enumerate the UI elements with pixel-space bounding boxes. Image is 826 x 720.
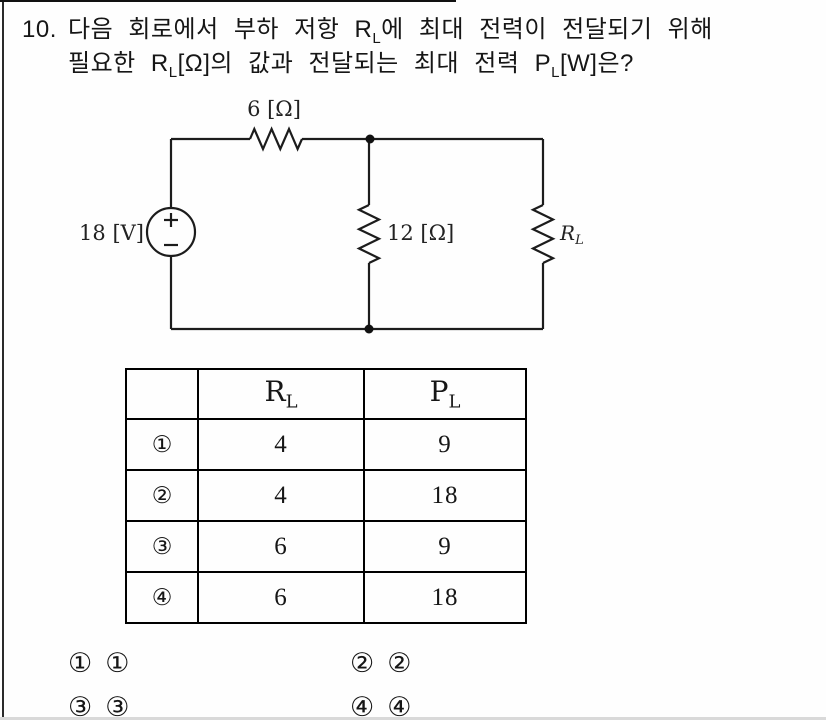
rl-value: 6 [197,520,365,573]
option-marker: ① [68,648,93,679]
table-row: ② 4 18 [125,469,527,522]
pl-value: 9 [363,418,527,471]
series-resistor-label: 6 [Ω] [247,97,301,121]
question-line-2: 필요한 RL[Ω]의 값과 전달되는 최대 전력 PL[W]은? [68,47,812,81]
rl-value: 4 [197,418,365,471]
circuit-diagram: 18 [V] 6 [Ω] 12 [Ω] RL [79,97,584,334]
option-value: ② [387,648,412,679]
question-line-1: 10. 다음 회로에서 부하 저항 RL에 최대 전력이 전달되기 위해 [22,13,812,47]
rl-value: 4 [197,469,365,522]
answer-option-4[interactable]: ④ ④ [350,694,411,720]
rl-value: 6 [197,571,365,624]
row-marker: ③ [125,520,199,573]
option-marker: ② [350,648,375,679]
question-number: 10. [22,16,57,43]
table-row: ④ 6 18 [125,571,527,624]
pl-value: 18 [363,469,527,522]
option-marker: ④ [350,692,375,720]
option-value: ① [105,648,130,679]
pl-value: 9 [363,520,527,573]
junction-dot-top [365,134,375,144]
table-header-row: RL PL [125,368,527,420]
option-value: ③ [105,692,130,720]
question-text-line2: 필요한 RL[Ω]의 값과 전달되는 최대 전력 PL[W]은? [68,50,634,81]
question-text-line1: 다음 회로에서 부하 저항 RL에 최대 전력이 전달되기 위해 [68,16,713,47]
pl-value: 18 [363,571,527,624]
source-label: 18 [V] [79,221,144,245]
left-border-rule [2,0,4,720]
load-resistor-label: RL [559,221,584,248]
row-marker: ④ [125,571,199,624]
answer-option-1[interactable]: ① ① [68,650,129,678]
table-row: ③ 6 9 [125,520,527,573]
load-resistor [530,204,556,264]
row-marker: ① [125,418,199,471]
series-resistor [248,126,304,152]
table-row: ① 4 9 [125,418,527,471]
top-border-rule [0,0,456,2]
header-rl: RL [197,368,365,420]
question-block: 10. 다음 회로에서 부하 저항 RL에 최대 전력이 전달되기 위해 필요한… [22,13,812,81]
answer-table: RL PL ① 4 9 ② 4 18 ③ 6 9 ④ 6 18 [125,368,527,624]
option-marker: ③ [68,692,93,720]
bottom-border-rule [0,717,826,720]
option-value: ④ [387,692,412,720]
header-blank-cell [125,368,199,420]
junction-dot-bottom [364,324,374,334]
answer-option-3[interactable]: ③ ③ [68,694,129,720]
row-marker: ② [125,469,199,522]
shunt-resistor-label: 12 [Ω] [387,221,454,245]
shunt-resistor [356,204,382,264]
header-pl: PL [363,368,527,420]
answer-option-2[interactable]: ② ② [350,650,411,678]
